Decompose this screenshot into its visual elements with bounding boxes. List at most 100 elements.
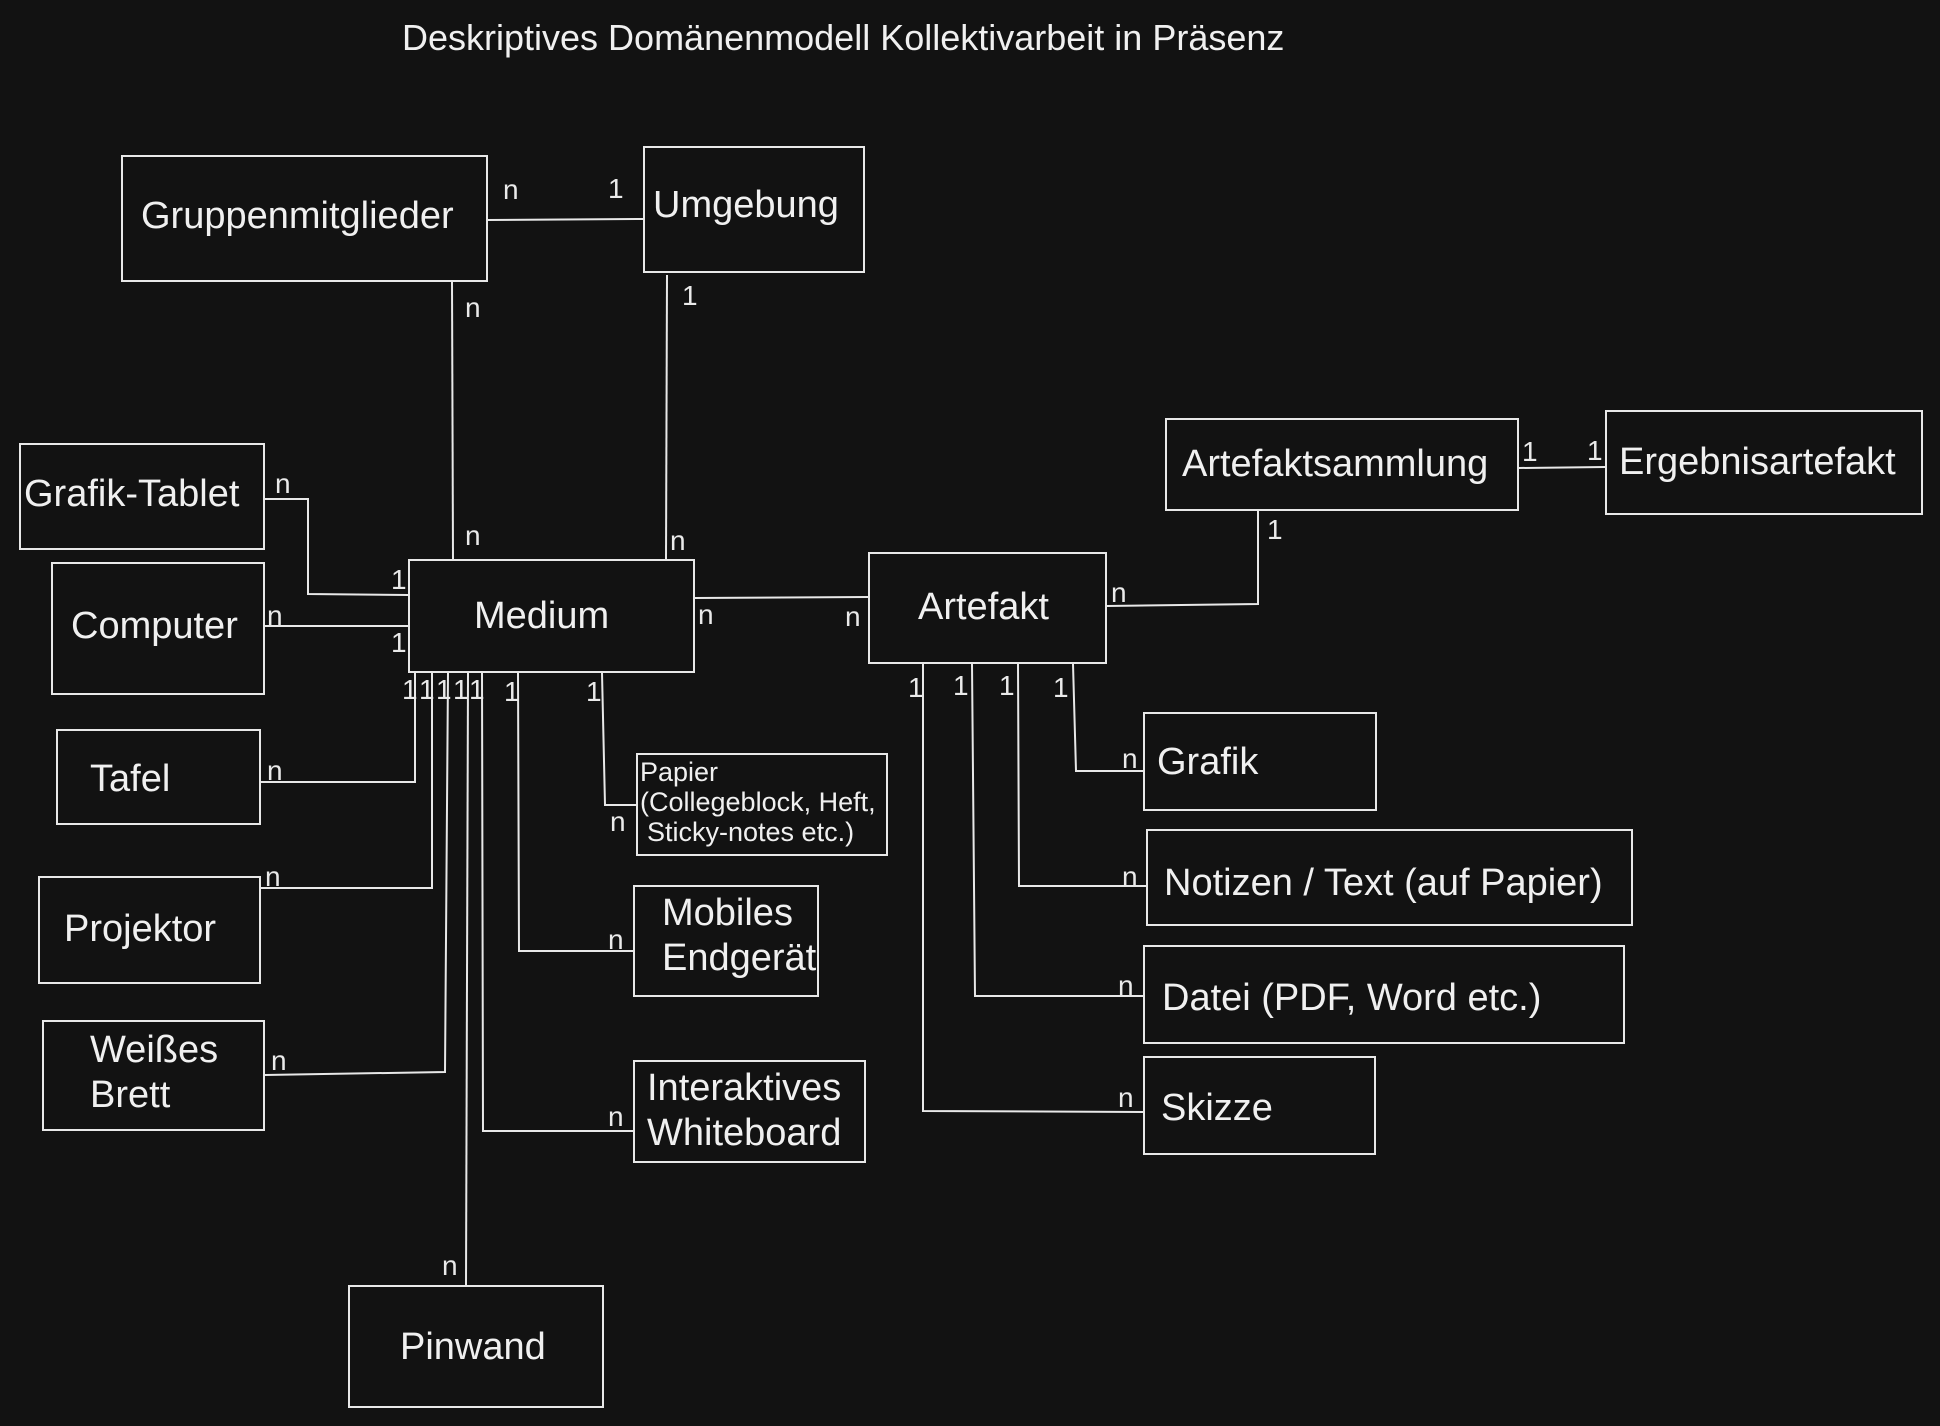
line-medium-interaktives-whiteboard [481, 672, 633, 1132]
card-artefakt-artefaktsammlung-1: 1 [1267, 514, 1283, 545]
entity-umgebung[interactable]: Umgebung [643, 146, 865, 273]
card-medium-lower-1-f: 1 [504, 676, 520, 707]
card-papier-n: n [610, 806, 626, 837]
entity-label: Ergebnisartefakt [1619, 441, 1896, 483]
line-medium-grafik-tablet [265, 498, 409, 596]
entity-datei[interactable]: Datei (PDF, Word etc.) [1143, 945, 1625, 1044]
entity-label: Skizze [1161, 1087, 1273, 1129]
entity-label: Gruppenmitglieder [141, 195, 454, 237]
line-gruppenmitglieder-medium [451, 281, 454, 560]
card-medium-lower-1-e: 1 [469, 674, 485, 705]
entity-label: Pinwand [400, 1326, 546, 1368]
entity-label: Artefaktsammlung [1182, 443, 1489, 485]
entity-label-line2: (Collegeblock, Heft, [640, 787, 876, 817]
line-artefakt-datei [971, 663, 1143, 997]
entity-label: Tafel [90, 758, 171, 800]
entity-notizen[interactable]: Notizen / Text (auf Papier) [1146, 829, 1633, 926]
card-artefakt-artefaktsammlung-n: n [1111, 577, 1127, 608]
card-interaktives-whiteboard-n: n [608, 1101, 624, 1132]
card-umgebung-medium-1: 1 [682, 280, 698, 311]
line-medium-weisses-brett [264, 672, 449, 1076]
line-medium-tafel [261, 673, 416, 783]
entity-grafik[interactable]: Grafik [1143, 712, 1377, 811]
entity-label-line1: Mobiles [662, 892, 793, 934]
card-artefaktsammlung-ergebnisartefakt-1-right: 1 [1587, 435, 1603, 466]
card-artefakt-lower-1-b: 1 [953, 670, 969, 701]
entity-artefakt[interactable]: Artefakt [868, 552, 1107, 664]
card-medium-lower-1-g: 1 [586, 676, 602, 707]
card-weisses-brett-n: n [271, 1045, 287, 1076]
card-computer-n: n [267, 600, 283, 631]
entity-label-line2: Brett [90, 1074, 171, 1116]
line-artefakt-artefaktsammlung [1106, 511, 1259, 607]
card-gruppenmitglieder-medium-n-bottom: n [465, 520, 481, 551]
card-computer-1: 1 [391, 627, 407, 658]
line-artefakt-skizze [922, 664, 1144, 1113]
entity-tafel[interactable]: Tafel [56, 729, 261, 825]
line-medium-artefakt [694, 596, 869, 599]
entity-pinwand[interactable]: Pinwand [348, 1285, 604, 1408]
entity-label-line1: Papier [640, 757, 719, 787]
card-grafik-n: n [1122, 743, 1138, 774]
card-medium-artefakt-n-right: n [845, 601, 861, 632]
line-medium-projektor [261, 673, 433, 889]
card-datei-n: n [1118, 970, 1134, 1001]
line-medium-papier [601, 672, 636, 806]
entity-label: Umgebung [653, 184, 839, 226]
entity-interaktives-whiteboard[interactable]: Interaktives Whiteboard [633, 1060, 866, 1163]
entity-label: Grafik-Tablet [24, 473, 240, 515]
entity-label-line1: Interaktives [647, 1067, 842, 1109]
card-grafik-tablet-n: n [275, 468, 291, 499]
card-tafel-n: n [267, 755, 283, 786]
line-medium-mobiles-endgeraet [517, 672, 633, 952]
line-gruppenmitglieder-umgebung [487, 218, 644, 221]
entity-ergebnisartefakt[interactable]: Ergebnisartefakt [1605, 410, 1923, 515]
card-artefakt-lower-1-a: 1 [908, 672, 924, 703]
entity-label: Medium [474, 595, 610, 637]
entity-label-line3: Sticky-notes etc.) [647, 817, 855, 847]
card-projektor-n: n [265, 861, 281, 892]
entity-gruppenmitglieder[interactable]: Gruppenmitglieder [121, 155, 488, 282]
card-gruppenmitglieder-umgebung-n: n [503, 174, 519, 205]
entity-label-line2: Whiteboard [647, 1112, 842, 1154]
entity-weisses-brett[interactable]: Weißes Brett [42, 1020, 265, 1131]
card-mobiles-endgeraet-n: n [608, 924, 624, 955]
card-medium-lower-1-b: 1 [419, 674, 435, 705]
entity-papier[interactable]: Papier (Collegeblock, Heft, Sticky-notes… [636, 753, 888, 856]
entity-computer[interactable]: Computer [51, 562, 265, 695]
entity-label: Grafik [1157, 741, 1259, 783]
line-artefaktsammlung-ergebnisartefakt [1518, 466, 1606, 469]
card-artefakt-lower-1-c: 1 [999, 670, 1015, 701]
entity-artefaktsammlung[interactable]: Artefaktsammlung [1165, 418, 1519, 511]
card-umgebung-medium-n: n [670, 525, 686, 556]
card-skizze-n: n [1118, 1082, 1134, 1113]
card-artefaktsammlung-ergebnisartefakt-1-left: 1 [1522, 436, 1538, 467]
card-medium-artefakt-n-left: n [698, 599, 714, 630]
entity-label-line2: Endgerät [662, 937, 817, 979]
entity-mobiles-endgeraet[interactable]: Mobiles Endgerät [633, 885, 819, 997]
entity-label: Computer [71, 605, 238, 647]
card-artefakt-lower-1-d: 1 [1053, 672, 1069, 703]
line-artefakt-notizen [1017, 663, 1146, 887]
entity-label: Datei (PDF, Word etc.) [1162, 977, 1542, 1019]
entity-label-line1: Weißes [90, 1029, 219, 1071]
line-artefakt-grafik [1072, 663, 1143, 772]
card-grafik-tablet-1: 1 [391, 564, 407, 595]
line-umgebung-medium [665, 274, 668, 560]
entity-projektor[interactable]: Projektor [38, 876, 261, 984]
entity-label: Artefakt [918, 586, 1049, 628]
entity-label: Notizen / Text (auf Papier) [1164, 862, 1603, 904]
card-medium-lower-1-c: 1 [436, 674, 452, 705]
line-medium-pinwand [465, 672, 469, 1286]
card-notizen-n: n [1122, 861, 1138, 892]
card-gruppenmitglieder-medium-n-top: n [465, 292, 481, 323]
entity-label: Projektor [64, 908, 217, 950]
diagram-title: Deskriptives Domänenmodell Kollektivarbe… [402, 17, 1285, 58]
card-gruppenmitglieder-umgebung-1: 1 [608, 173, 624, 204]
card-pinwand-n: n [442, 1250, 458, 1281]
entity-skizze[interactable]: Skizze [1143, 1056, 1376, 1155]
entity-grafik-tablet[interactable]: Grafik-Tablet [19, 443, 265, 550]
entity-medium[interactable]: Medium [408, 559, 695, 673]
